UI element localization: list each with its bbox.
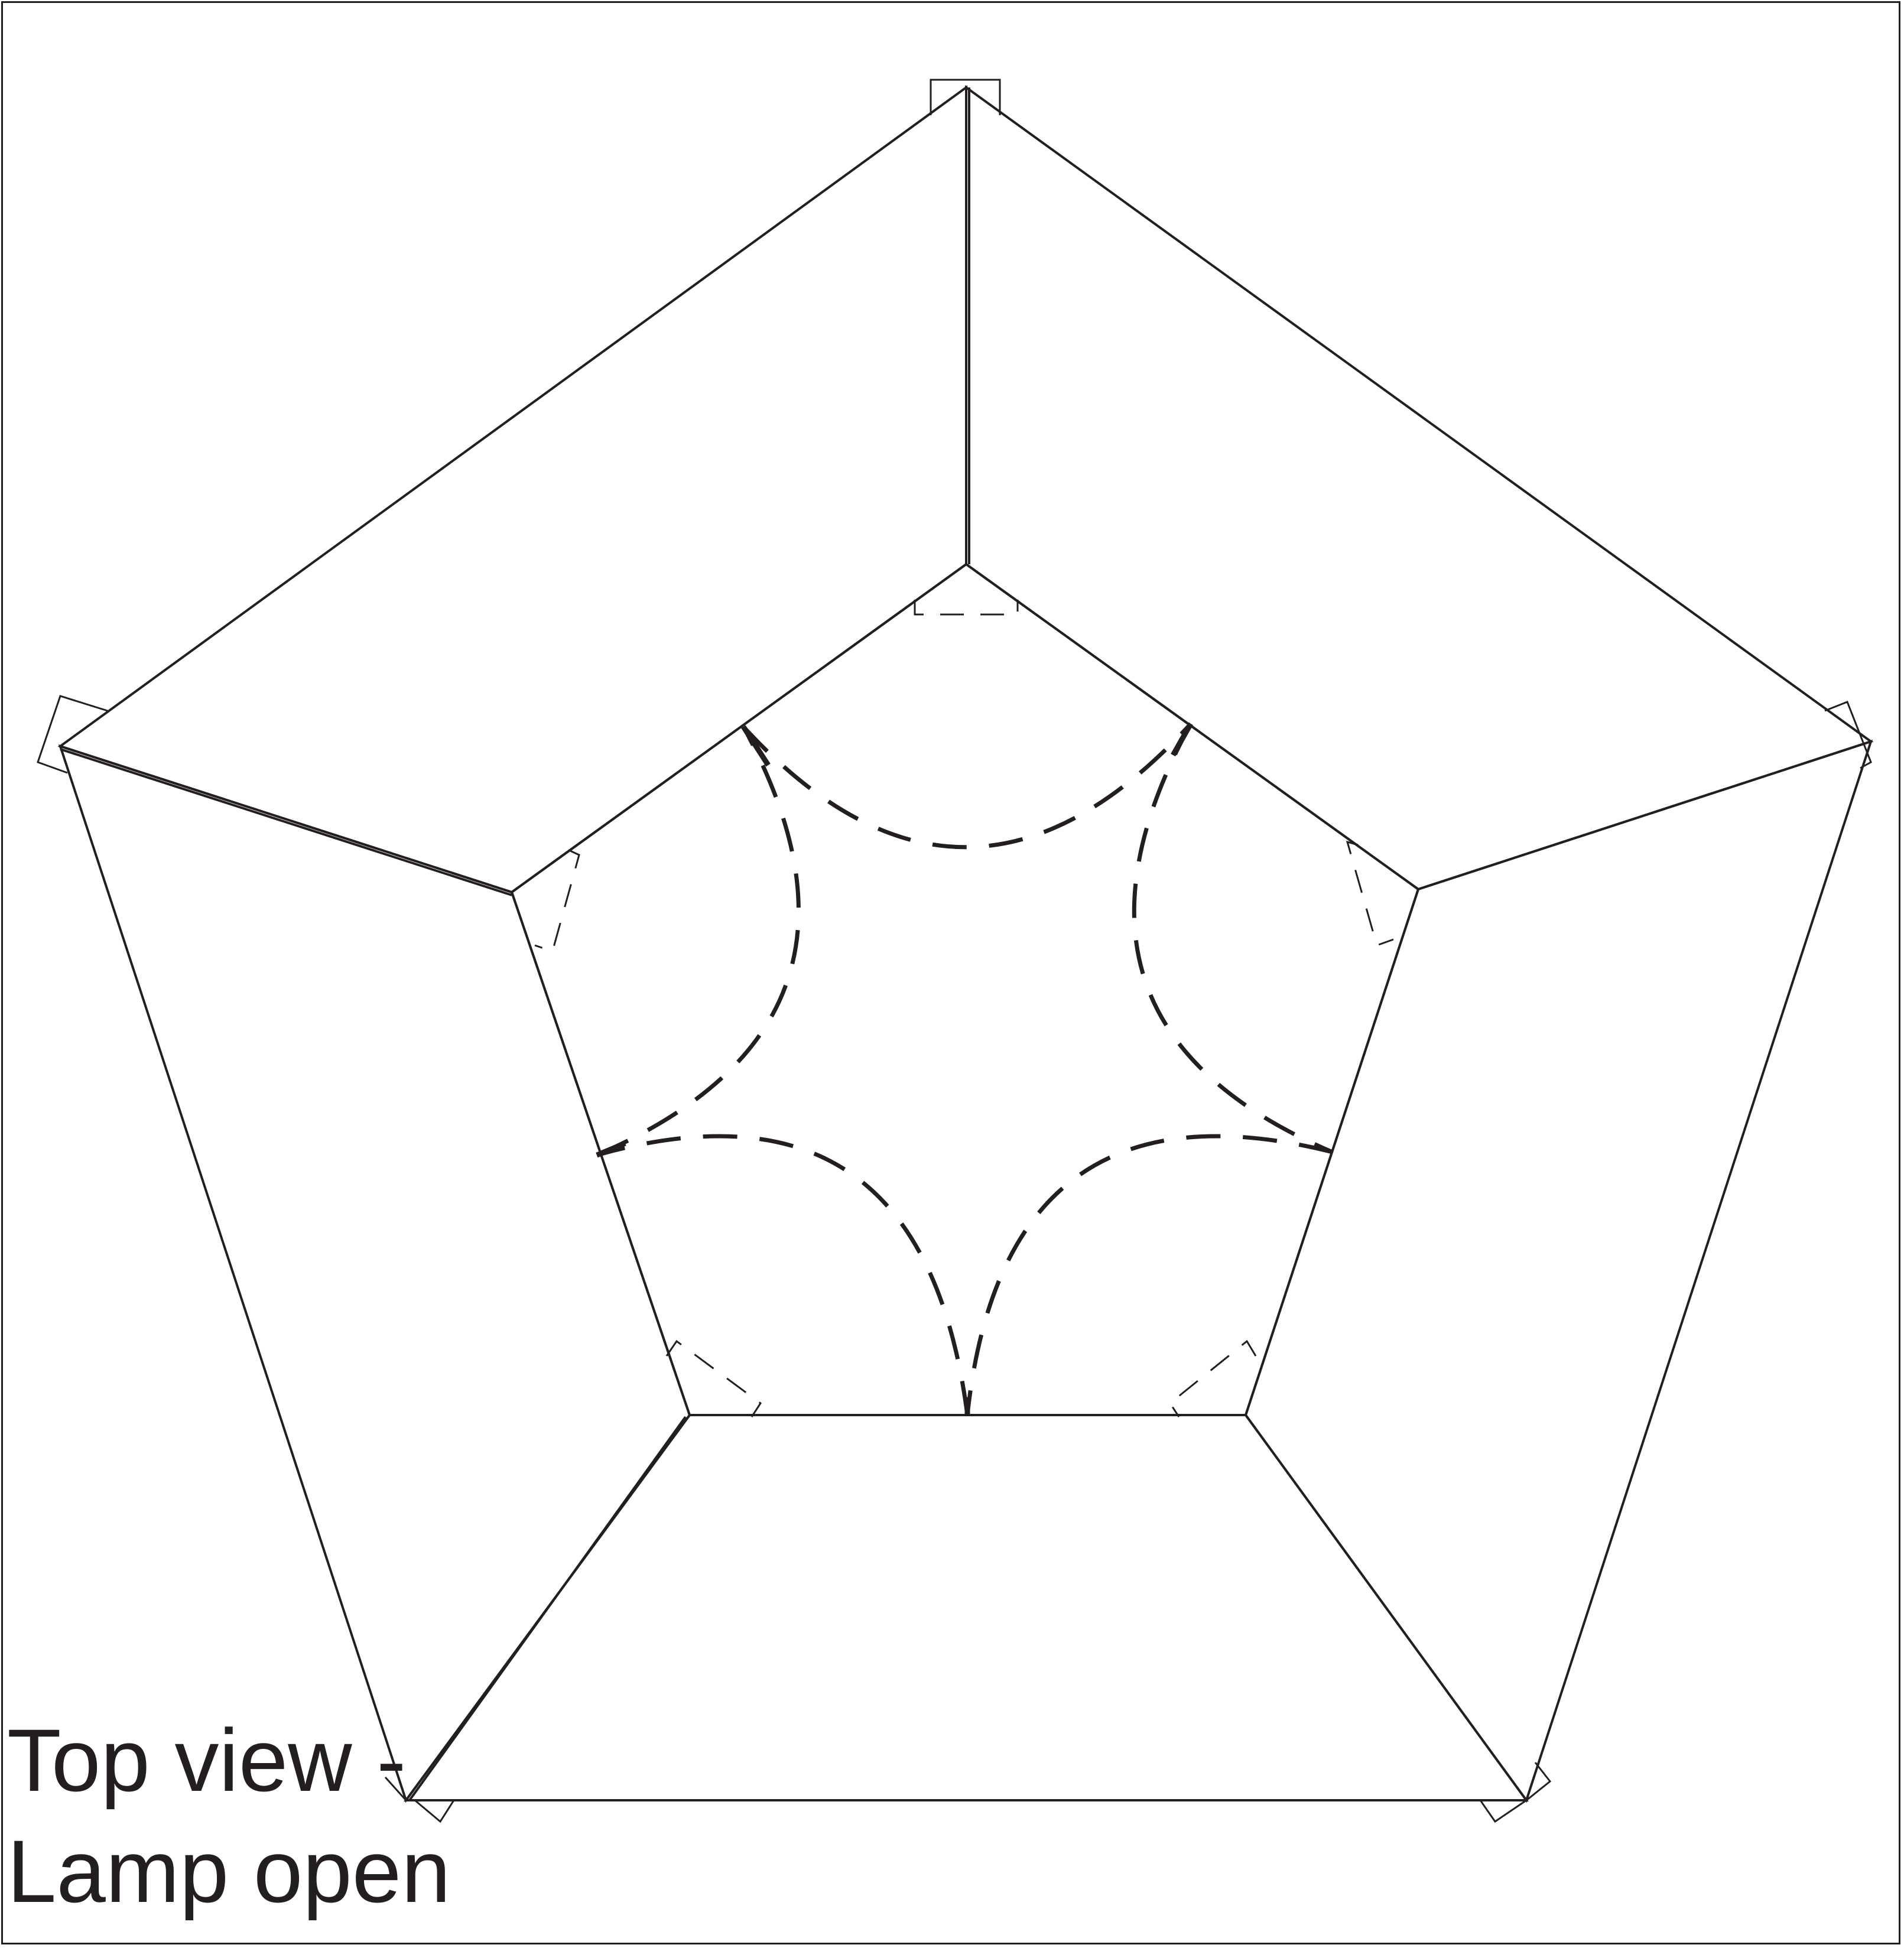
diagram-caption: Top view - Lamp open (7, 1705, 451, 1927)
dashed-arcs (596, 722, 1334, 1416)
arc-left (596, 726, 801, 1157)
tab-top (930, 79, 1001, 115)
arc-top (742, 722, 1193, 850)
seam-left (60, 748, 512, 896)
inner-tab-bottom-left (665, 1339, 762, 1417)
inner-tabs (534, 600, 1394, 1417)
inner-tab-right (1346, 840, 1394, 947)
arc-end-top-right (1171, 722, 1193, 757)
petal-top-left (57, 85, 967, 894)
seam-lines (60, 87, 970, 1801)
arc-bottom-right (965, 1134, 1333, 1416)
petal-right (1244, 739, 1873, 1803)
tab-right (1824, 701, 1872, 769)
arc-bottom-left (596, 1134, 970, 1416)
tab-left (37, 695, 108, 774)
caption-line-2: Lamp open (7, 1822, 451, 1921)
arc-end-left (596, 1140, 626, 1158)
petal-left (58, 744, 691, 1803)
inner-tab-bottom-right (1169, 1339, 1257, 1417)
tab-bottom-right (1479, 1762, 1552, 1823)
arc-end-top-left (741, 725, 771, 767)
inner-tab-top (914, 600, 1019, 616)
caption-line-1: Top view - (7, 1710, 407, 1810)
fold-tabs (37, 79, 1872, 1823)
seam-bottom-left (408, 1416, 687, 1801)
petal-top-right (965, 85, 1874, 891)
inner-pentagon (510, 562, 1420, 1416)
arc-end-marks (596, 722, 1193, 1415)
inner-tab-left (534, 850, 580, 952)
arc-right (1132, 723, 1334, 1155)
outer-petals (57, 85, 1874, 1803)
tab-bottom-left (384, 1776, 455, 1823)
petal-bottom (404, 1414, 1529, 1801)
